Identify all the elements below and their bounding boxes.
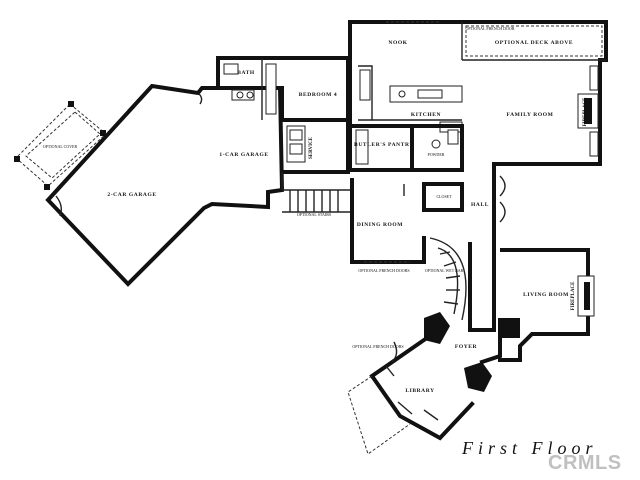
living-room-block — [498, 248, 595, 362]
bedroom-bath-block — [216, 56, 350, 122]
label-dining-room: DINING ROOM — [357, 222, 403, 228]
note-optional-french-doors-library: OPTIONAL FRENCH DOORS — [352, 344, 403, 349]
label-nook: NOOK — [388, 40, 407, 46]
pantry-powder — [348, 124, 464, 172]
label-closet: CLOSET — [436, 194, 452, 199]
label-one-car-garage: 1-CAR GARAGE — [219, 152, 268, 158]
foyer-stair — [422, 236, 496, 344]
note-optional-french-door: OPTIONAL FRENCH DOOR — [466, 26, 515, 31]
optional-cover — [14, 101, 107, 190]
note-optional-wet-bar: OPTIONAL WET BAR — [425, 268, 464, 273]
label-butlers-pantry: BUTLER'S PANTRY — [354, 142, 414, 148]
optional-stairs — [282, 189, 353, 213]
label-hall: HALL — [471, 202, 489, 208]
note-fireplace-family: FIREPLACE — [583, 97, 588, 127]
label-service: SERVICE — [309, 136, 314, 159]
one-car-garage-service — [280, 118, 350, 190]
label-optional-deck: OPTIONAL DECK ABOVE — [495, 40, 573, 46]
label-library: LIBRARY — [405, 388, 434, 394]
floor-title: First Floor — [462, 438, 598, 458]
kitchen-family-block — [348, 20, 608, 172]
label-two-car-garage: 2-CAR GARAGE — [107, 192, 156, 198]
library-block — [347, 337, 502, 455]
note-optional-french-doors-dining: OPTIONAL FRENCH DOORS — [358, 268, 409, 273]
two-car-garage — [45, 83, 285, 287]
label-powder: POWDER — [428, 152, 445, 157]
note-optional-stairs: OPTIONAL STAIRS — [297, 212, 331, 217]
label-living-room: LIVING ROOM — [523, 292, 569, 298]
watermark-logo: CRMLS — [548, 452, 622, 474]
label-family-room: FAMILY ROOM — [507, 112, 554, 118]
dining-hall — [350, 162, 506, 332]
note-fireplace-living: FIREPLACE — [571, 281, 576, 311]
label-bedroom: BEDROOM 4 — [299, 92, 338, 98]
label-kitchen: KITCHEN — [411, 112, 441, 118]
label-foyer: FOYER — [455, 344, 478, 350]
note-optional-cover: OPTIONAL COVER — [43, 144, 78, 149]
label-bath: BATH — [237, 70, 255, 76]
